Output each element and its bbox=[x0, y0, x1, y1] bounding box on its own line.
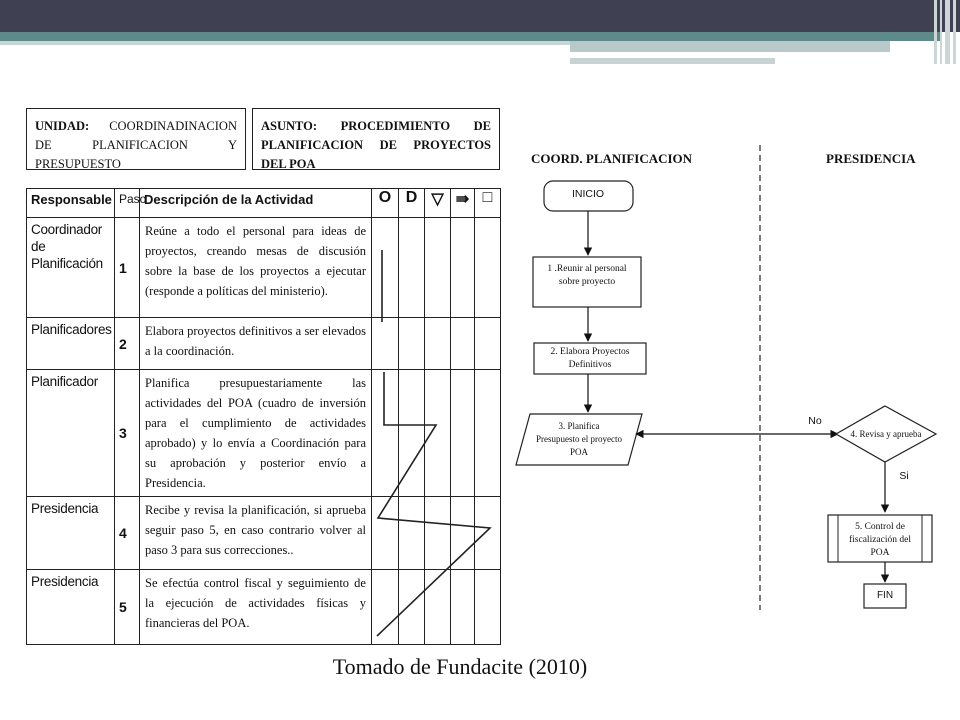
slide-band-line bbox=[570, 52, 890, 53]
symbol-cell bbox=[474, 217, 501, 318]
slide-band bbox=[0, 41, 570, 45]
end-label: FIN bbox=[876, 590, 894, 601]
row-step: 3 bbox=[114, 369, 140, 497]
slide-teal-bar bbox=[0, 32, 940, 41]
row-description: Planifica presupuestariamente las activi… bbox=[139, 369, 372, 497]
row-description: Reúne a todo el personal para ideas de p… bbox=[139, 217, 372, 318]
lane-title-presidency: PRESIDENCIA bbox=[826, 151, 916, 166]
symbol-cell bbox=[371, 317, 399, 370]
subject-label: ASUNTO: bbox=[261, 119, 318, 133]
unit-box: UNIDAD: COORDINADINACION DE PLANIFICACIO… bbox=[26, 108, 246, 171]
no-label: No bbox=[808, 415, 822, 427]
step5-node bbox=[827, 514, 933, 563]
step3-label: 3. Planifica Presupuesto el proyecto POA bbox=[536, 421, 622, 457]
source-caption: Tomado de Fundacite (2010) bbox=[332, 654, 588, 679]
slide-corner-stripes bbox=[934, 0, 960, 64]
slide-top-bar bbox=[0, 0, 960, 32]
subject-value: PROCEDIMIENTO DE PLANIFICACION DE PROYEC… bbox=[261, 119, 491, 171]
col-step: Paso bbox=[114, 188, 146, 218]
unit-label: UNIDAD: bbox=[35, 119, 90, 133]
step5-label: 5. Control de fiscalización del POA bbox=[849, 522, 911, 558]
delay-symbol-icon: D bbox=[398, 188, 425, 218]
step1-label: 1 .Reunir al personal sobre proyecto bbox=[547, 264, 627, 287]
yes-label: Si bbox=[899, 470, 909, 482]
lane-title-coordination: COORD. PLANIFICACION bbox=[531, 151, 693, 166]
storage-symbol-icon: ▽ bbox=[424, 188, 451, 218]
start-label: INICIO bbox=[571, 188, 605, 200]
subject-box: ASUNTO: PROCEDIMIENTO DE PLANIFICACION D… bbox=[252, 108, 500, 171]
row-responsible: Presidencia bbox=[26, 496, 115, 570]
row-responsible: Coordinador de Planificación bbox=[26, 217, 115, 318]
row-responsible: Planificadores bbox=[26, 317, 115, 370]
slide-band bbox=[570, 41, 890, 52]
row-responsible: Presidencia bbox=[26, 569, 115, 645]
step1-node bbox=[532, 256, 642, 308]
row-description: Recibe y revisa la planificación, si apr… bbox=[139, 496, 372, 570]
row-description: Se efectúa control fiscal y seguimiento … bbox=[139, 569, 372, 645]
step3-node bbox=[515, 413, 643, 466]
step2-label: 2. Elabora Proyectos Definitivos bbox=[550, 347, 630, 370]
symbol-cell bbox=[450, 317, 475, 370]
end-node bbox=[863, 583, 907, 609]
step2-node bbox=[533, 342, 647, 375]
inspection-symbol-icon: □ bbox=[474, 188, 501, 218]
table-row: Planificadores 2 Elabora proyectos defin… bbox=[26, 317, 501, 370]
step4-label: 4. Revisa y aprueba bbox=[850, 429, 922, 439]
row-responsible: Planificador bbox=[26, 369, 115, 497]
table-row: Coordinador de Planificación 1 Reúne a t… bbox=[26, 217, 501, 318]
slide-band bbox=[570, 58, 775, 64]
unit-value: COORDINADINACION DE PLANIFICACION Y PRES… bbox=[35, 119, 237, 171]
row-step: 5 bbox=[114, 569, 140, 645]
